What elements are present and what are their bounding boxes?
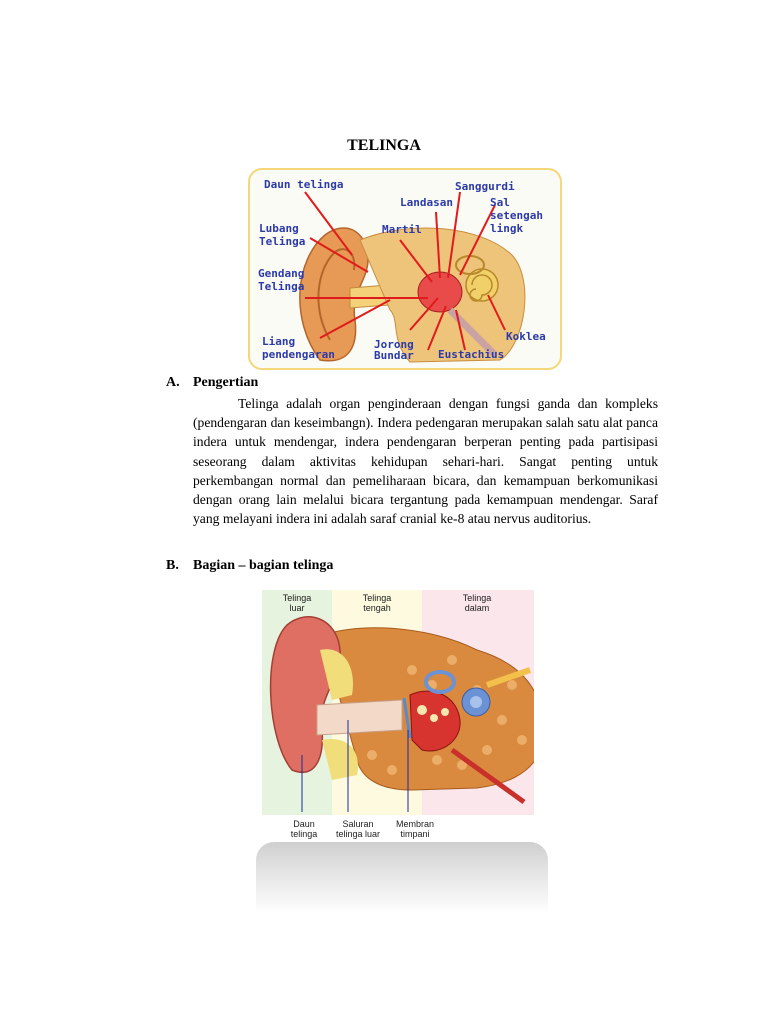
section-b-heading: B. Bagian – bagian telinga — [166, 558, 333, 574]
zone-label-telinga-luar: Telinga luar — [282, 593, 312, 613]
label-martil: Martil — [382, 223, 422, 236]
label-landasan: Landasan — [400, 196, 453, 209]
section-a-text: Telinga adalah organ penginderaan dengan… — [193, 396, 658, 527]
section-a-title: Pengertian — [193, 375, 259, 390]
ear-anatomy-illustration — [299, 191, 526, 363]
ear-sections-illustration — [262, 590, 534, 815]
zone-label-telinga-dalam: Telinga dalam — [462, 593, 492, 613]
label-jorong: Jorong — [374, 338, 414, 351]
section-a-paragraph: Telinga adalah organ penginderaan dengan… — [193, 394, 658, 528]
section-a-letter: A. — [166, 375, 180, 390]
label-lubang-telinga: Lubang Telinga — [259, 222, 306, 248]
label-eustachius: Eustachius — [438, 348, 505, 361]
label-daun-telinga-2: Daun telinga — [290, 819, 318, 839]
label-membran-timpani: Membran timpani — [395, 819, 434, 839]
section-b-letter: B. — [166, 558, 179, 573]
label-gendang-telinga: Gendang Telinga — [258, 267, 305, 293]
ear-anatomy-diagram: Daun telinga Sanggurdi Landasan Sal sete… — [248, 168, 562, 370]
label-sanggurdi: Sanggurdi — [455, 180, 515, 193]
zone-label-telinga-tengah: Telinga tengah — [362, 593, 392, 613]
section-b-title: Bagian – bagian telinga — [193, 558, 334, 573]
label-saluran-telinga-luar: Saluran telinga luar — [335, 819, 381, 839]
label-daun-telinga: Daun telinga — [264, 178, 344, 191]
label-bundar: Bundar — [374, 349, 414, 362]
figure-reflection — [256, 842, 548, 914]
label-sal-setengah-lingk: Sal setengah lingk — [490, 196, 543, 235]
ear-sections-diagram: Telinga luar Telinga tengah Telinga dala… — [262, 590, 534, 815]
label-liang-pendengaran: Liang pendengaran — [262, 335, 335, 361]
page-title: TELINGA — [347, 137, 421, 154]
label-koklea: Koklea — [506, 330, 546, 343]
section-a-heading: A. Pengertian — [166, 375, 258, 391]
